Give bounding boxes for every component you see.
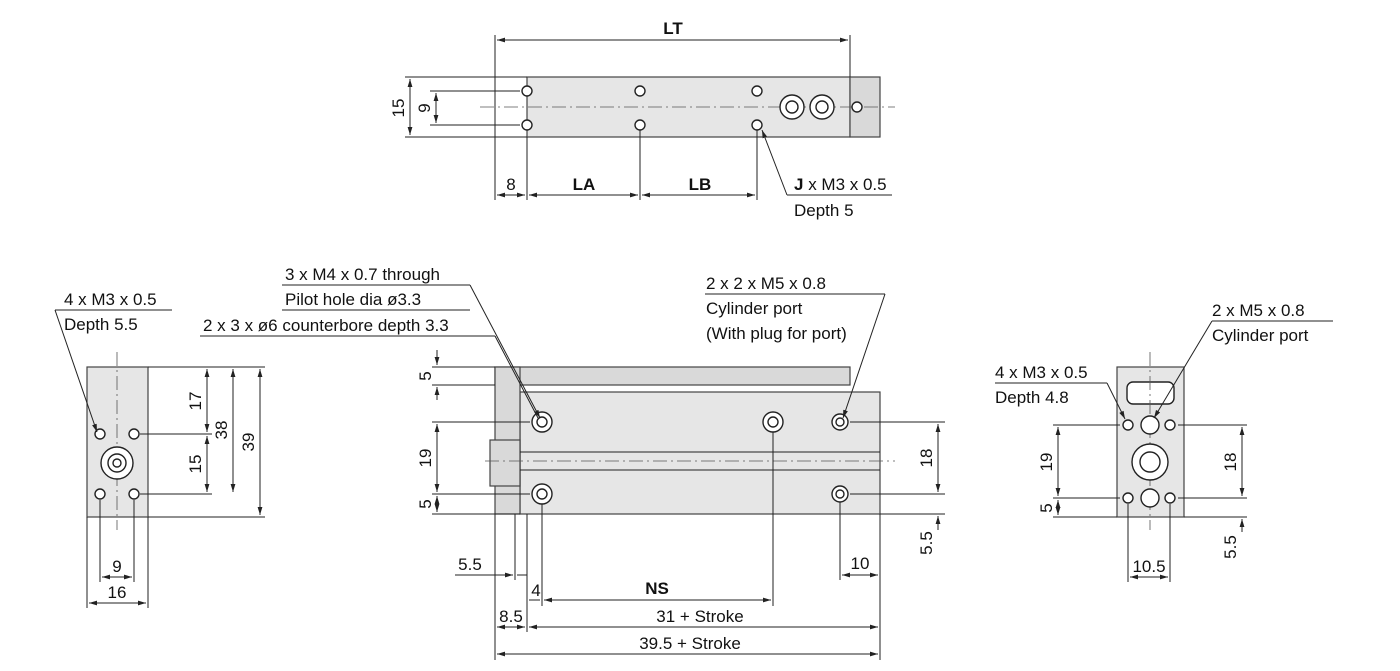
front-top-plate <box>494 366 851 386</box>
dim-55-front-right: 5.5 <box>917 531 936 555</box>
callout-left-m3: 4 x M3 x 0.5 <box>64 290 157 309</box>
dim-5-top: 5 <box>416 371 435 380</box>
left-holes <box>94 428 140 500</box>
dim-39: 39 <box>239 433 258 452</box>
front-view: 3 x M4 x 0.7 through Pilot hole dia ø3.3… <box>200 265 945 660</box>
callout-right-cylport: Cylinder port <box>1212 326 1309 345</box>
front-rod-nut <box>489 439 521 487</box>
front-holes <box>531 411 849 505</box>
dim-85: 8.5 <box>499 607 523 626</box>
dim-19-right: 19 <box>1037 453 1056 472</box>
dim-lb: LB <box>689 175 712 194</box>
callout-right-m3: 4 x M3 x 0.5 <box>995 363 1088 382</box>
dim-5-right: 5 <box>1037 503 1056 512</box>
callout-right-depth: Depth 4.8 <box>995 388 1069 407</box>
callout-j-depth: Depth 5 <box>794 201 854 220</box>
dim-55-front-left: 5.5 <box>458 555 482 574</box>
dim-9-top: 9 <box>415 103 434 112</box>
dim-9-left: 9 <box>112 557 121 576</box>
callout-left-depth: Depth 5.5 <box>64 315 138 334</box>
dim-17: 17 <box>186 392 205 411</box>
dim-10: 10 <box>851 554 870 573</box>
dim-31-stroke: 31 + Stroke <box>656 607 743 626</box>
callout-cylport-front: Cylinder port <box>706 299 803 318</box>
dim-8: 8 <box>506 175 515 194</box>
right-holes <box>1122 415 1176 508</box>
dim-18-front: 18 <box>917 449 936 468</box>
top-port-holes <box>779 94 863 120</box>
top-view: LT 15 9 8 LA LB J x M3 x 0.5 Depth 5 <box>389 19 895 220</box>
dim-16: 16 <box>108 583 127 602</box>
callout-right-m5: 2 x M5 x 0.8 <box>1212 301 1305 320</box>
dim-105: 10.5 <box>1132 557 1165 576</box>
callout-m5: 2 x 2 x M5 x 0.8 <box>706 274 826 293</box>
top-mount-holes <box>521 85 763 131</box>
dim-18-right: 18 <box>1221 453 1240 472</box>
front-body <box>519 391 881 515</box>
dim-lt: LT <box>663 19 683 38</box>
dim-4: 4 <box>531 581 540 600</box>
dim-395-stroke: 39.5 + Stroke <box>639 634 741 653</box>
callout-j: J x M3 x 0.5 <box>794 175 887 194</box>
dim-ns: NS <box>645 579 669 598</box>
dim-la: LA <box>573 175 596 194</box>
callout-counterbore: 2 x 3 x ø6 counterbore depth 3.3 <box>203 316 449 335</box>
callout-pilot: Pilot hole dia ø3.3 <box>285 290 421 309</box>
dim-5-bot: 5 <box>416 499 435 508</box>
dim-38: 38 <box>212 421 231 440</box>
dim-55-right: 5.5 <box>1221 535 1240 559</box>
callout-m4: 3 x M4 x 0.7 through <box>285 265 440 284</box>
left-view: 4 x M3 x 0.5 Depth 5.5 17 15 38 39 9 16 <box>54 290 265 608</box>
right-view: 2 x M5 x 0.8 Cylinder port 4 x M3 x 0.5 … <box>995 301 1333 582</box>
dim-15-left: 15 <box>186 455 205 474</box>
dim-15-top: 15 <box>389 99 408 118</box>
dim-19-front: 19 <box>416 449 435 468</box>
callout-plug: (With plug for port) <box>706 324 847 343</box>
right-top-slot <box>1126 381 1175 405</box>
